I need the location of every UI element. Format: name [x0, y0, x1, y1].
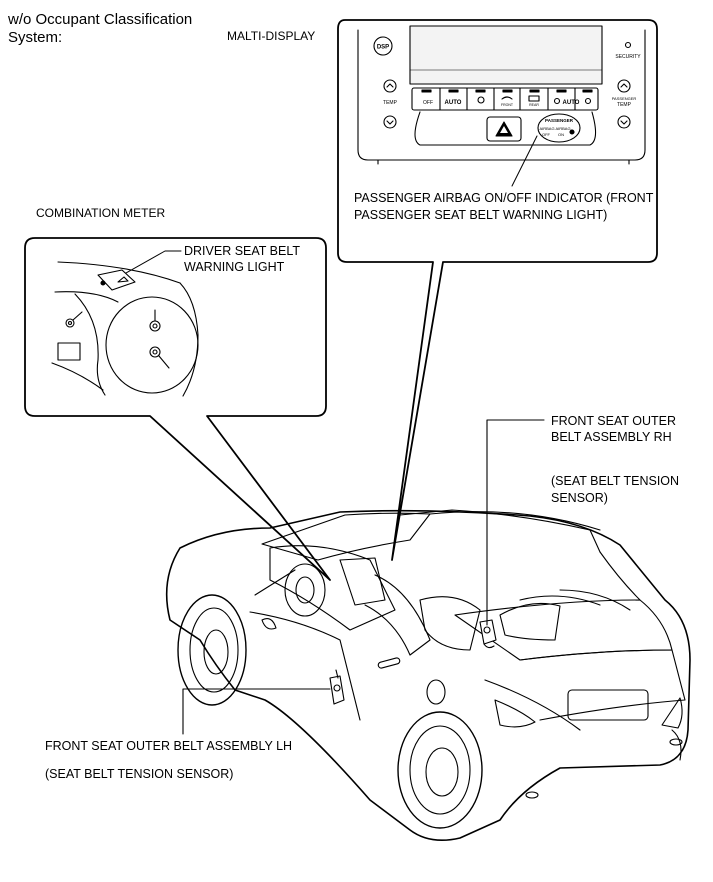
fan-icon-right — [584, 97, 592, 105]
seat-belt-warning-icon — [569, 129, 575, 135]
auto-right-text: AUTO — [563, 100, 580, 106]
side-mirror — [261, 618, 277, 630]
driver-belt-label-line2: WARNING LIGHT — [184, 260, 285, 274]
security-text: SECURITY — [615, 54, 641, 60]
security-lamp-icon — [624, 41, 632, 49]
page-title-line2: System: — [8, 29, 63, 46]
dsp-text: DSP — [377, 45, 389, 51]
fan-icon-left — [553, 97, 561, 105]
auto-left-text: AUTO — [445, 100, 462, 106]
hazard-button — [486, 116, 522, 142]
tail-light-right — [661, 697, 683, 729]
vehicle-illustration — [165, 509, 691, 841]
indicator-on-text: ON — [558, 132, 564, 137]
rh-sensor-label-line2: SENSOR) — [551, 491, 608, 505]
front-text: FRONT — [501, 103, 514, 107]
temp-up-left-icon — [383, 79, 397, 93]
temp-up-right-icon — [617, 79, 631, 93]
multi-display-callout: DSP SECURITY TEMP PASSENGER TEMP OFF AUT… — [337, 19, 658, 561]
rh-seat-belt-assembly — [479, 619, 497, 649]
combination-meter-callout — [24, 237, 331, 581]
gauge-knob-lower — [149, 346, 161, 358]
rh-sensor-label-line1: (SEAT BELT TENSION — [551, 474, 680, 488]
lh-belt-label: FRONT SEAT OUTER BELT ASSEMBLY LH — [45, 739, 293, 753]
recirculate-icon — [477, 96, 485, 104]
rh-belt-label-line2: BELT ASSEMBLY RH — [551, 430, 672, 444]
indicator-off-text: OFF — [542, 132, 551, 137]
gauge-knob-left — [65, 318, 75, 328]
rear-wheel — [397, 711, 483, 829]
indicator-title-text: PASSENGER — [545, 118, 574, 123]
front-wheel — [177, 594, 247, 706]
combination-meter-label: COMBINATION METER — [36, 206, 166, 220]
defrost-rear-icon — [528, 95, 540, 102]
passenger-airbag-indicator — [537, 113, 581, 143]
tail-light-left — [494, 699, 536, 728]
fuel-lid — [426, 679, 446, 705]
speedometer-icon — [105, 296, 199, 394]
page-title-line1: w/o Occupant Classification — [8, 11, 193, 28]
gauge-knob-upper — [149, 320, 161, 332]
passenger-temp-text-1: PASSENGER — [612, 96, 637, 101]
multi-display-label: MALTI-DISPLAY — [227, 29, 316, 43]
lh-sensor-label: (SEAT BELT TENSION SENSOR) — [45, 767, 234, 781]
driver-seat-belt-warning-light — [97, 269, 136, 291]
rh-belt-leader — [486, 419, 545, 626]
passenger-airbag-label-line2: PASSENGER SEAT BELT WARNING LIGHT) — [354, 208, 608, 222]
door-handle — [377, 657, 401, 669]
passenger-airbag-label-line1: PASSENGER AIRBAG ON/OFF INDICATOR (FRONT — [354, 191, 654, 205]
driver-belt-label-line1: DRIVER SEAT BELT — [184, 244, 301, 258]
rh-belt-label-line1: FRONT SEAT OUTER — [551, 414, 677, 428]
temp-left-text: TEMP — [383, 100, 398, 106]
temp-down-left-icon — [383, 115, 397, 129]
lh-seat-belt-assembly — [329, 669, 345, 705]
rear-text: REAR — [529, 103, 539, 107]
indicator-sub-text: AIRBAG AIRBAG — [539, 126, 570, 131]
steering-wheel — [284, 563, 326, 617]
temp-down-right-icon — [617, 115, 631, 129]
off-text: OFF — [423, 100, 433, 106]
lh-belt-leader — [182, 688, 331, 735]
passenger-temp-text-2: TEMP — [617, 102, 632, 108]
dsp-button-icon — [373, 36, 393, 56]
defrost-front-icon — [501, 96, 513, 100]
